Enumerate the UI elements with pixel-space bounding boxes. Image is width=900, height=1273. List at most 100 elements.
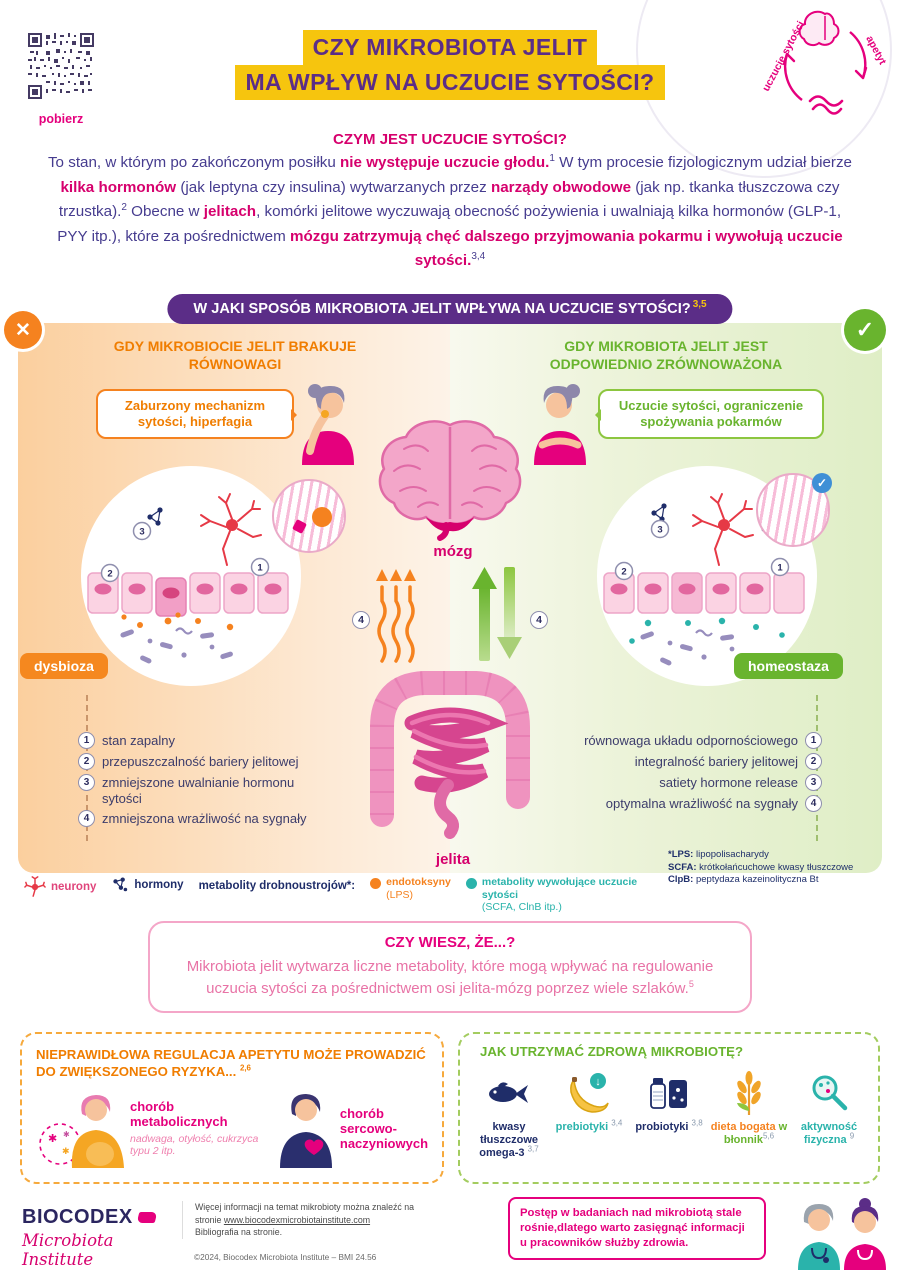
did-you-know-body: Mikrobiota jelit wytwarza liczne metabol…	[186, 958, 714, 997]
balanced-signal-arrows	[472, 567, 522, 661]
dysbiosis-badge: dysbioza	[20, 653, 108, 679]
dysbiosis-microscope-view: 3 2 1	[81, 466, 301, 686]
download-label[interactable]: pobierz	[38, 112, 84, 126]
banner-reference: 3,5	[692, 299, 707, 311]
gut-illustration	[370, 671, 530, 839]
overeating-person-icon	[302, 384, 354, 465]
legend-hormones: hormony	[111, 876, 184, 894]
svg-text:1: 1	[777, 563, 783, 574]
svg-text:1: 1	[257, 563, 263, 574]
endotoxin-dot-icon	[370, 878, 382, 889]
endotoxin-blob	[312, 507, 332, 527]
svg-text:✱: ✱	[63, 1130, 70, 1139]
imbalanced-heading: GDY MIKROBIOCIE JELIT BRAKUJE RÓWNOWAGI	[113, 338, 357, 372]
cross-icon: ✕	[4, 311, 42, 349]
disturbed-signal-arrows	[376, 569, 416, 663]
legend-neurons: neurony	[24, 876, 96, 898]
homeostasis-badge: homeostaza	[734, 653, 843, 679]
risk-box: NIEPRAWIDŁOWA REGULACJA APETYTU MOŻE PRO…	[20, 1032, 444, 1184]
satiety-metabolite-dot-icon	[465, 878, 477, 889]
section-banner: W JAKI SPOSÓB MIKROBIOTA JELIT WPŁYWA NA…	[167, 294, 733, 324]
check-icon: ✓	[844, 309, 886, 351]
title-line-1: CZY MIKROBIOTA JELIT	[302, 30, 598, 65]
healthy-microbiota-box: JAK UTRZYMAĆ ZDROWĄ MIKROBIOTĘ? kwasy tł…	[458, 1032, 880, 1184]
intro-paragraph: To stan, w którym po zakończonym posiłku…	[47, 152, 853, 269]
healthy-item-omega3: kwasy tłuszczowe omega-3 3,7	[470, 1069, 548, 1160]
hormone-molecule-icon	[113, 877, 128, 892]
logo-wordmark: BIOCODEX	[22, 1206, 133, 1228]
healthy-items: kwasy tłuszczowe omega-3 3,7 ↓ prebiotyk…	[470, 1069, 868, 1160]
svg-text:↓: ↓	[595, 1076, 601, 1088]
mucosa-inset-damaged	[272, 479, 346, 553]
signal-step-marker-right: 4	[530, 611, 548, 629]
svg-text:✱: ✱	[48, 1133, 57, 1145]
satiety-metabolite-dots	[629, 617, 785, 644]
overweight-person-icon: ✱ ✱ ✱	[39, 1095, 124, 1168]
balanced-heading: GDY MIKROBIOTA JELIT JEST ODPOWIEDNIO ZR…	[549, 338, 783, 372]
healthy-item-prebiotics: ↓ prebiotyki 3,4	[550, 1069, 628, 1160]
risk-item-metabolic: ✱ ✱ ✱ chorób metabolicznych nadwaga, oty…	[36, 1088, 270, 1168]
svg-text:✱: ✱	[62, 1146, 70, 1156]
legend-satiety-metabolites: metabolity wywołujące uczucie sytości(SC…	[465, 876, 672, 914]
metabolite-wedge	[292, 519, 307, 534]
qr-code[interactable]	[28, 33, 94, 99]
healthcare-professionals-icon	[798, 1198, 886, 1270]
step-number-markers: 3 2 1	[614, 519, 790, 581]
imbalanced-speech-bubble: Zaburzony mechanizm sytości, hiperfagia	[96, 389, 297, 439]
abbreviation-footnote: *LPS: lipopolisacharydy SCFA: krótkołańc…	[668, 849, 886, 887]
epithelial-cells-damaged	[87, 572, 289, 617]
gut-icon	[808, 95, 844, 115]
check-badge-icon: ✓	[812, 473, 832, 493]
risk-items: ✱ ✱ ✱ chorób metabolicznych nadwaga, oty…	[36, 1088, 428, 1168]
title-line-2: MA WPŁYW NA UCZUCIE SYTOŚCI?	[235, 65, 665, 100]
neuron-icon	[692, 493, 754, 566]
healthy-item-fiber: dieta bogata w błonnik5,6	[710, 1069, 788, 1160]
copyright: ©2024, Biocodex Microbiota Institute – B…	[194, 1252, 377, 1262]
did-you-know-box: CZY WIESZ, ŻE...? Mikrobiota jelit wytwa…	[148, 921, 752, 1013]
page-title: CZY MIKROBIOTA JELIT MA WPŁYW NA UCZUCIE…	[140, 30, 760, 100]
risk-item-cardio: chorób sercowo-naczyniowych	[274, 1088, 428, 1168]
brain-icon	[798, 10, 840, 47]
bacteria-icons	[120, 627, 233, 664]
mucosa-inset-healthy: ✓	[756, 473, 832, 547]
satisfied-person-icon	[534, 384, 586, 465]
legend-metabolites-label: metabolity drobnoustrojów*:	[198, 880, 356, 892]
neuron-icon	[24, 876, 46, 897]
healthy-item-activity: aktywność fizyczna 9	[790, 1069, 868, 1160]
step-number-markers: 3 2 1	[100, 521, 270, 583]
endotoxin-dots	[121, 612, 234, 631]
appetite-satiety-cycle-diagram: apetyt uczucie sytości	[760, 10, 889, 115]
footnote-line: SCFA: krótkołańcuchowe kwasy tłuszczowe	[668, 861, 854, 873]
cycle-label-satiety: uczucie sytości	[760, 19, 807, 93]
neuron-icon	[200, 493, 262, 566]
intro-heading: CZYM JEST UCZUCIE SYTOŚCI?	[333, 131, 567, 148]
footnote-line: ClpB: peptydaza kazeinolityczna Bt	[668, 874, 819, 885]
svg-text:3: 3	[657, 525, 662, 536]
did-you-know-heading: CZY WIESZ, ŻE...?	[384, 934, 516, 951]
banana-icon: ↓	[550, 1069, 628, 1117]
brain-label: mózg	[433, 543, 473, 560]
footer-info: Więcej informacji na temat mikrobioty mo…	[182, 1201, 438, 1239]
signal-step-marker-left: 4	[352, 611, 370, 629]
svg-text:2: 2	[621, 567, 626, 578]
epithelial-cells-intact	[603, 572, 805, 614]
probiotic-bottles-icon	[630, 1069, 708, 1117]
heart-person-icon	[279, 1094, 332, 1168]
banner-text: W JAKI SPOSÓB MIKROBIOTA JELIT WPŁYWA NA…	[193, 301, 691, 317]
logo-flag-icon	[136, 1212, 158, 1223]
risk-heading: NIEPRAWIDŁOWA REGULACJA APETYTU MOŻE PRO…	[36, 1047, 426, 1079]
hormone-molecule-icon	[147, 507, 163, 526]
magnifier-icon	[790, 1069, 868, 1117]
institute-link[interactable]: www.biocodexmicrobiotainstitute.com	[223, 1214, 371, 1225]
